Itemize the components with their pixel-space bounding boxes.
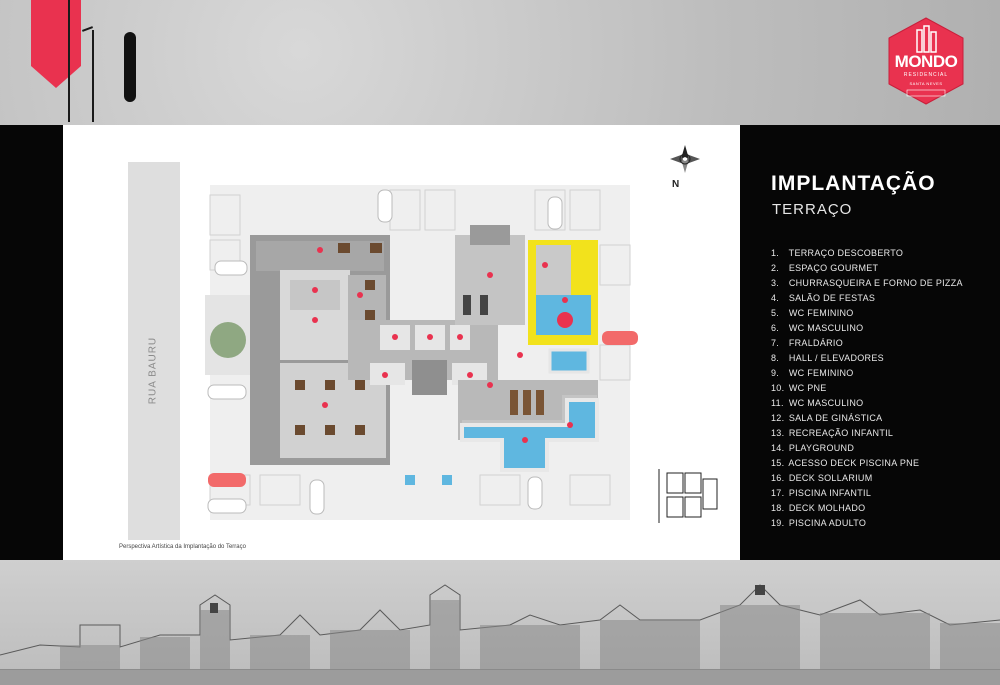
legend-item: 11. WC MASCULINO xyxy=(771,398,864,408)
logo-sub: SANTA NEVES xyxy=(909,81,943,86)
legend-item: 10. WC PNE xyxy=(771,383,827,393)
decorative-line xyxy=(68,0,70,122)
header-band xyxy=(0,0,1000,125)
legend-item: 17. PISCINA INFANTIL xyxy=(771,488,872,498)
black-bar-decoration xyxy=(124,32,136,102)
legend-item: 4. SALÃO DE FESTAS xyxy=(771,293,876,303)
legend-item: 19. PISCINA ADULTO xyxy=(771,518,867,528)
compass-icon: N xyxy=(670,145,700,190)
legend-item: 7. FRALDÁRIO xyxy=(771,338,844,348)
logo-tagline: RESIDENCIAL xyxy=(903,72,949,78)
page-title: IMPLANTAÇÃO xyxy=(771,172,936,195)
legend-item: 13. RECREAÇÃO INFANTIL xyxy=(771,428,894,438)
plan-caption: Perspectiva Artística da Implantação do … xyxy=(119,544,246,550)
legend-list: 1. TERRAÇO DESCOBERTO 2. ESPAÇO GOURMET … xyxy=(771,246,963,531)
legend-item: 12. SALA DE GINÁSTICA xyxy=(771,413,883,423)
legend-item: 8. HALL / ELEVADORES xyxy=(771,353,884,363)
street xyxy=(128,162,180,540)
legend-item: 16. DECK SOLLARIUM xyxy=(771,473,873,483)
legend-item: 6. WC MASCULINO xyxy=(771,323,864,333)
legend-item: 14. PLAYGROUND xyxy=(771,443,855,453)
mondo-logo-icon xyxy=(888,17,964,105)
legend-item: 18. DECK MOLHADO xyxy=(771,503,866,513)
logo-name: MONDO xyxy=(894,52,958,71)
legend-item: 5. WC FEMININO xyxy=(771,308,854,318)
legend-item: 3. CHURRASQUEIRA E FORNO DE PIZZA xyxy=(771,278,963,288)
city-skyline-illustration xyxy=(0,584,1000,685)
legend-item: 2. ESPAÇO GOURMET xyxy=(771,263,879,273)
legend-item: 15. ACESSO DECK PISCINA PNE xyxy=(771,458,920,468)
compass-letter: N xyxy=(672,179,679,190)
key-plan-icon xyxy=(658,469,718,523)
floor-plan-drawing xyxy=(205,185,638,520)
page-subtitle: TERRAÇO xyxy=(772,201,853,218)
legend-item: 9. WC FEMININO xyxy=(771,368,854,378)
street-label: RUA BAURU xyxy=(147,336,159,405)
legend-item: 1. TERRAÇO DESCOBERTO xyxy=(771,248,904,258)
decorative-line xyxy=(92,30,94,122)
